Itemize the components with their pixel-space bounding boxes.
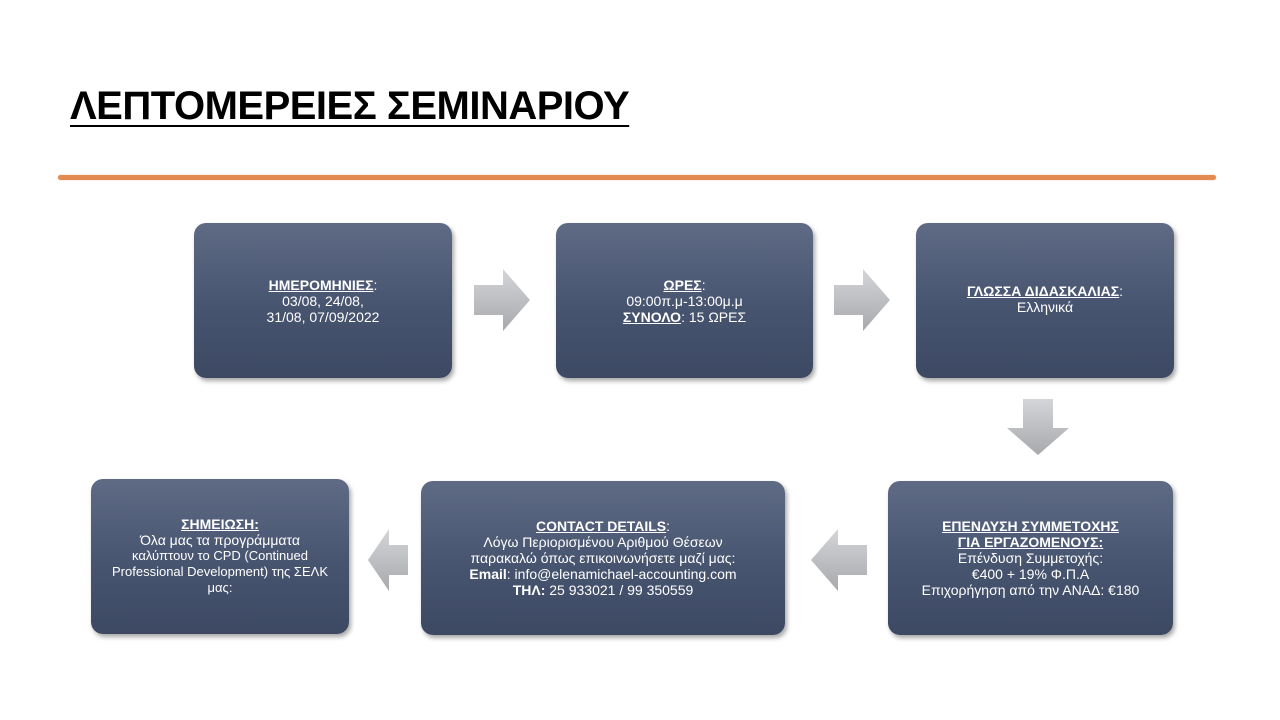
note-line-1: Όλα μας τα προγράμματα: [140, 532, 300, 548]
contact-line-2: παρακαλώ όπως επικοινωνήσετε μαζί μας:: [470, 550, 736, 566]
hours-colon: :: [701, 276, 706, 293]
dates-colon: :: [373, 276, 378, 293]
note-heading: ΣΗΜΕΙΩΣΗ:: [181, 516, 259, 532]
arrow-down-icon: [1006, 398, 1070, 456]
contact-line-1: Λόγω Περιορισμένου Αριθμού Θέσεων: [483, 534, 723, 550]
language-box: ΓΛΩΣΣΑ ΔΙΔΑΣΚΑΛΙΑΣ: Ελληνικά: [916, 223, 1174, 378]
investment-box: ΕΠΕΝΔΥΣΗ ΣΥΜΜΕΤΟΧΗΣ ΓΙΑ ΕΡΓΑΖΟΜΕΝΟΥΣ: Επ…: [888, 481, 1173, 635]
note-line-3: Professional Development) της ΣΕΛΚ: [112, 564, 328, 579]
hours-time: 09:00π.μ-13:00μ.μ: [626, 292, 743, 309]
contact-email-label: Email: [469, 566, 507, 582]
contact-box: CONTACT DETAILS: Λόγω Περιορισμένου Αριθ…: [421, 481, 785, 635]
contact-email-value: : info@elenamichael-accounting.com: [506, 566, 737, 582]
contact-phone-value: 25 933021 / 99 350559: [545, 582, 694, 598]
contact-colon: :: [666, 518, 671, 534]
language-value: Ελληνικά: [1016, 299, 1074, 315]
dates-line-2: 31/08, 07/09/2022: [266, 308, 380, 325]
language-colon: :: [1119, 283, 1124, 299]
note-box: ΣΗΜΕΙΩΣΗ: Όλα μας τα προγράμματα καλύπτο…: [91, 479, 349, 634]
dates-box: ΗΜΕΡΟΜΗΝΙΕΣ: 03/08, 24/08, 31/08, 07/09/…: [194, 223, 452, 378]
contact-phone-label: ΤΗΛ:: [512, 582, 546, 598]
language-heading: ΓΛΩΣΣΑ ΔΙΔΑΣΚΑΛΙΑΣ: [966, 283, 1120, 299]
note-line-2: καλύπτουν το CPD (Continued: [132, 548, 308, 563]
hours-total-label: ΣΥΝΟΛΟ: [622, 308, 682, 325]
slide-title: ΛΕΠΤΟΜΕΡΕΙΕΣ ΣΕΜΙΝΑΡΙΟΥ: [70, 84, 630, 128]
investment-subsidy: Επιχορήγηση από την ΑΝΑΔ: €180: [921, 582, 1140, 598]
contact-heading: CONTACT DETAILS: [535, 518, 667, 534]
hours-heading: ΩΡΕΣ: [663, 276, 702, 293]
hours-total-value: : 15 ΩΡΕΣ: [681, 308, 747, 325]
investment-label: Επένδυση Συμμετοχής:: [957, 550, 1104, 566]
investment-heading-line-1: ΕΠΕΝΔΥΣΗ ΣΥΜΜΕΤΟΧΗΣ: [942, 518, 1119, 534]
arrow-left-icon: [810, 528, 868, 592]
note-line-4: μας:: [207, 580, 233, 595]
investment-heading-line-2: ΓΙΑ ΕΡΓΑΖΟΜΕΝΟΥΣ:: [957, 534, 1104, 550]
arrow-right-icon: [833, 268, 891, 332]
arrow-right-icon: [473, 268, 531, 332]
hours-box: ΩΡΕΣ: 09:00π.μ-13:00μ.μ ΣΥΝΟΛΟ: 15 ΩΡΕΣ: [556, 223, 813, 378]
dates-line-1: 03/08, 24/08,: [282, 292, 364, 309]
title-divider-line: [58, 175, 1216, 180]
investment-price: €400 + 19% Φ.Π.Α: [971, 566, 1090, 582]
dates-heading: ΗΜΕΡΟΜΗΝΙΕΣ: [268, 276, 374, 293]
arrow-left-icon: [367, 528, 409, 592]
